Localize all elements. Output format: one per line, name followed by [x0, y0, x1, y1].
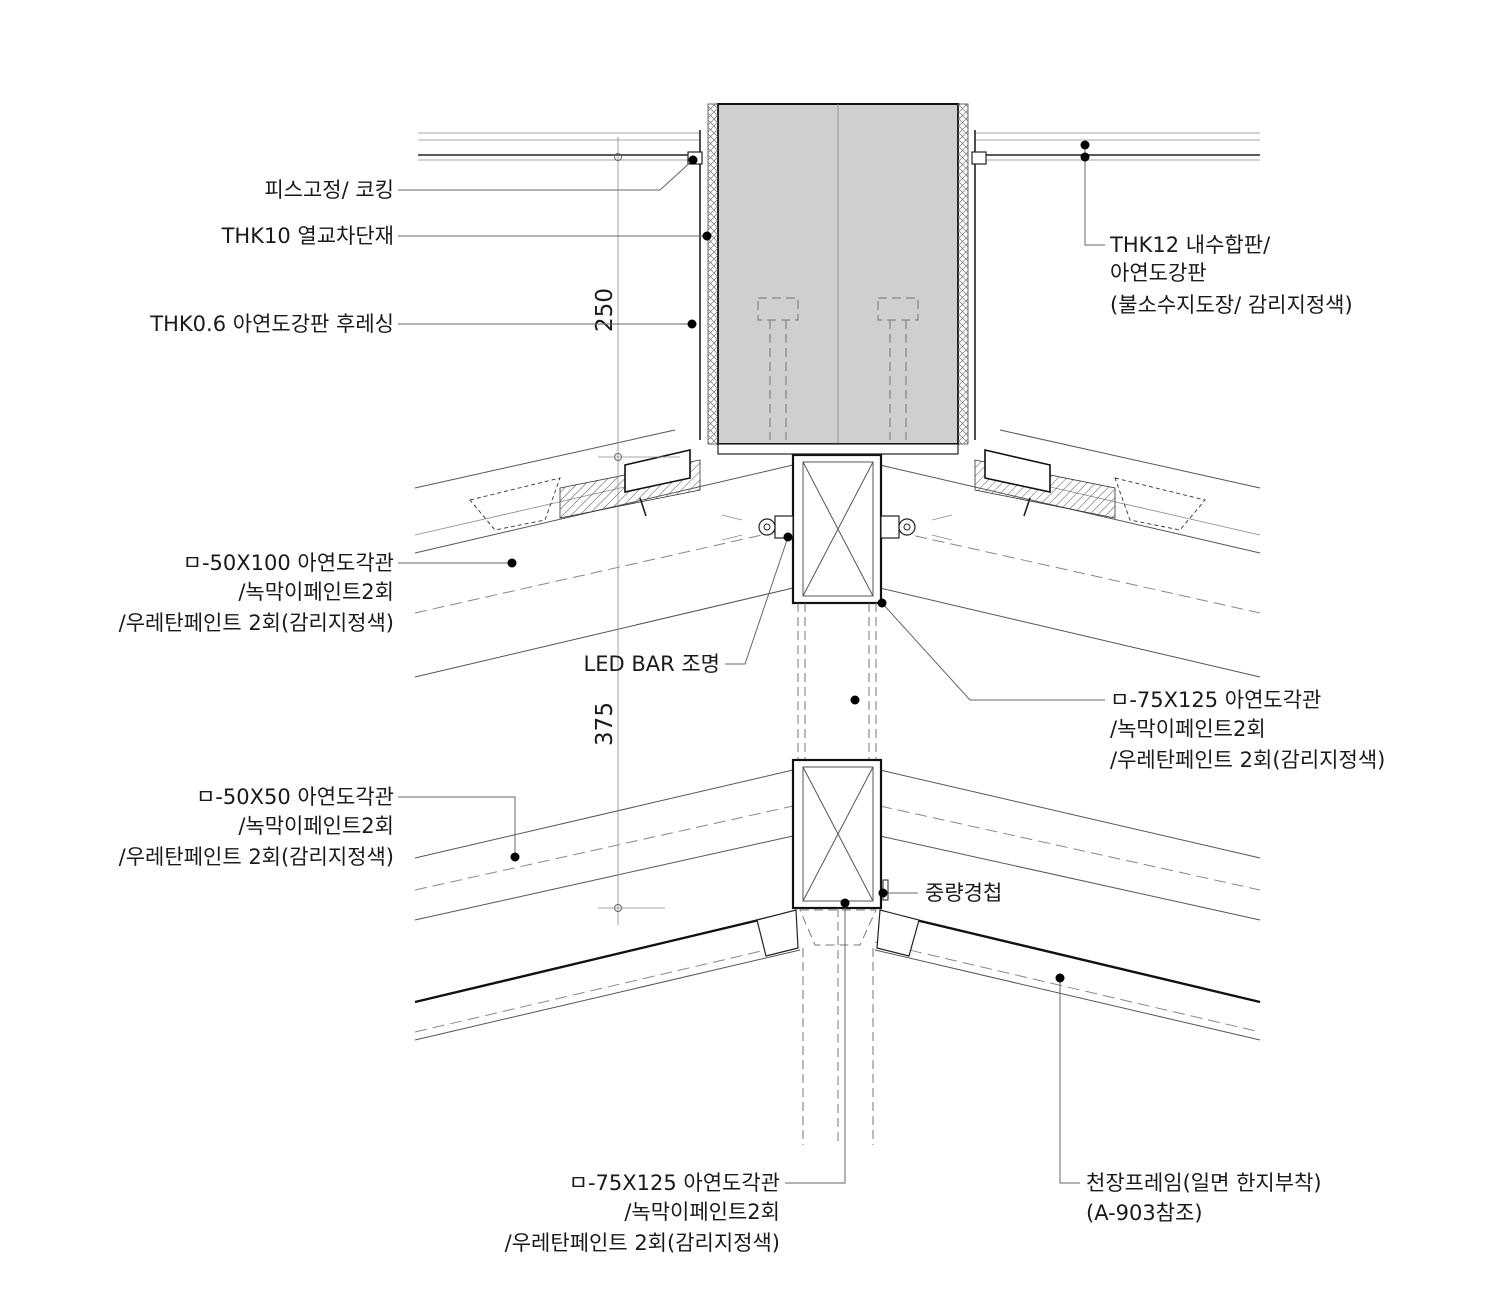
label-tube-75x125-right-line2: /녹막이페인트2회 — [1110, 717, 1266, 741]
upper-sloped-panel-right — [879, 429, 1261, 678]
leader-lines — [398, 145, 1105, 1184]
label-tube-50x100-line3: /우레탄페인트 2회(감리지정색) — [119, 611, 394, 635]
label-flashing: THK0.6 아연도강판 후레싱 — [149, 312, 394, 336]
lower-square-tube — [791, 758, 889, 910]
label-tube-75x125-bottom: ㅁ-75X125 아연도각관 /녹막이페인트2회 /우레탄페인트 2회(감리지정… — [505, 1171, 780, 1255]
central-column — [687, 103, 987, 455]
top-ceiling-panel-left — [418, 132, 700, 161]
dimension-upper-label: 250 — [592, 288, 618, 332]
ceiling-frame-left — [414, 909, 801, 1041]
label-tube-50x50-line1: ㅁ-50X50 아연도각관 — [196, 785, 394, 809]
label-tube-75x125-bottom-line2: /녹막이페인트2회 — [624, 1200, 780, 1224]
dimension-lower-label: 375 — [592, 702, 618, 746]
label-ceiling-frame: 천장프레임(일면 한지부착) (A-903참조) — [1086, 1171, 1322, 1225]
label-tube-75x125-bottom-line3: /우레탄페인트 2회(감리지정색) — [505, 1231, 780, 1255]
label-led-bar: LED BAR 조명 — [584, 652, 721, 676]
upper-sloped-panel-left — [414, 429, 794, 678]
upper-square-tube — [791, 453, 883, 605]
label-tube-50x100-line2: /녹막이페인트2회 — [238, 580, 394, 604]
label-tube-50x50: ㅁ-50X50 아연도각관 /녹막이페인트2회 /우레탄페인트 2회(감리지정색… — [119, 785, 394, 869]
label-tube-50x100-line1: ㅁ-50X100 아연도각관 — [183, 551, 394, 575]
mid-connecting-tube — [797, 603, 877, 760]
label-tube-75x125-right-line1: ㅁ-75X125 아연도각관 — [1110, 688, 1321, 712]
label-tube-50x100: ㅁ-50X100 아연도각관 /녹막이페인트2회 /우레탄페인트 2회(감리지정… — [119, 551, 394, 635]
led-bar-fixture-right — [880, 514, 953, 541]
label-tube-75x125-right-line3: /우레탄페인트 2회(감리지정색) — [1110, 748, 1385, 772]
label-plywood-line3: (불소수지도장/ 감리지정색) — [1110, 293, 1353, 317]
label-tube-75x125-right: ㅁ-75X125 아연도각관 /녹막이페인트2회 /우레탄페인트 2회(감리지정… — [1110, 688, 1385, 772]
label-tube-50x50-line2: /녹막이페인트2회 — [238, 814, 394, 838]
label-plywood: THK12 내수합판/ 아연도강판 (불소수지도장/ 감리지정색) — [1109, 233, 1353, 317]
lower-sloped-panel-left — [414, 769, 794, 921]
label-tube-75x125-bottom-line1: ㅁ-75X125 아연도각관 — [569, 1171, 780, 1195]
dimension-line — [598, 137, 680, 925]
label-tube-50x50-line3: /우레탄페인트 2회(감리지정색) — [119, 845, 394, 869]
label-plywood-line1: THK12 내수합판/ — [1109, 233, 1271, 257]
label-ceiling-frame-line1: 천장프레임(일면 한지부착) — [1086, 1171, 1322, 1195]
label-screw-caulking: 피스고정/ 코킹 — [264, 178, 394, 202]
top-ceiling-panel-right — [975, 132, 1260, 161]
lower-sloped-panel-right — [879, 769, 1261, 921]
label-plywood-line2: 아연도강판 — [1110, 261, 1207, 285]
bottom-tube-extension — [799, 908, 877, 1145]
ceiling-frame-right — [874, 909, 1261, 1041]
leader-dots — [507, 140, 1090, 983]
label-thermal-break: THK10 열교차단재 — [221, 224, 394, 248]
label-heavy-hinge: 중량경첩 — [925, 881, 1002, 905]
label-ceiling-frame-line2: (A-903참조) — [1086, 1201, 1203, 1225]
